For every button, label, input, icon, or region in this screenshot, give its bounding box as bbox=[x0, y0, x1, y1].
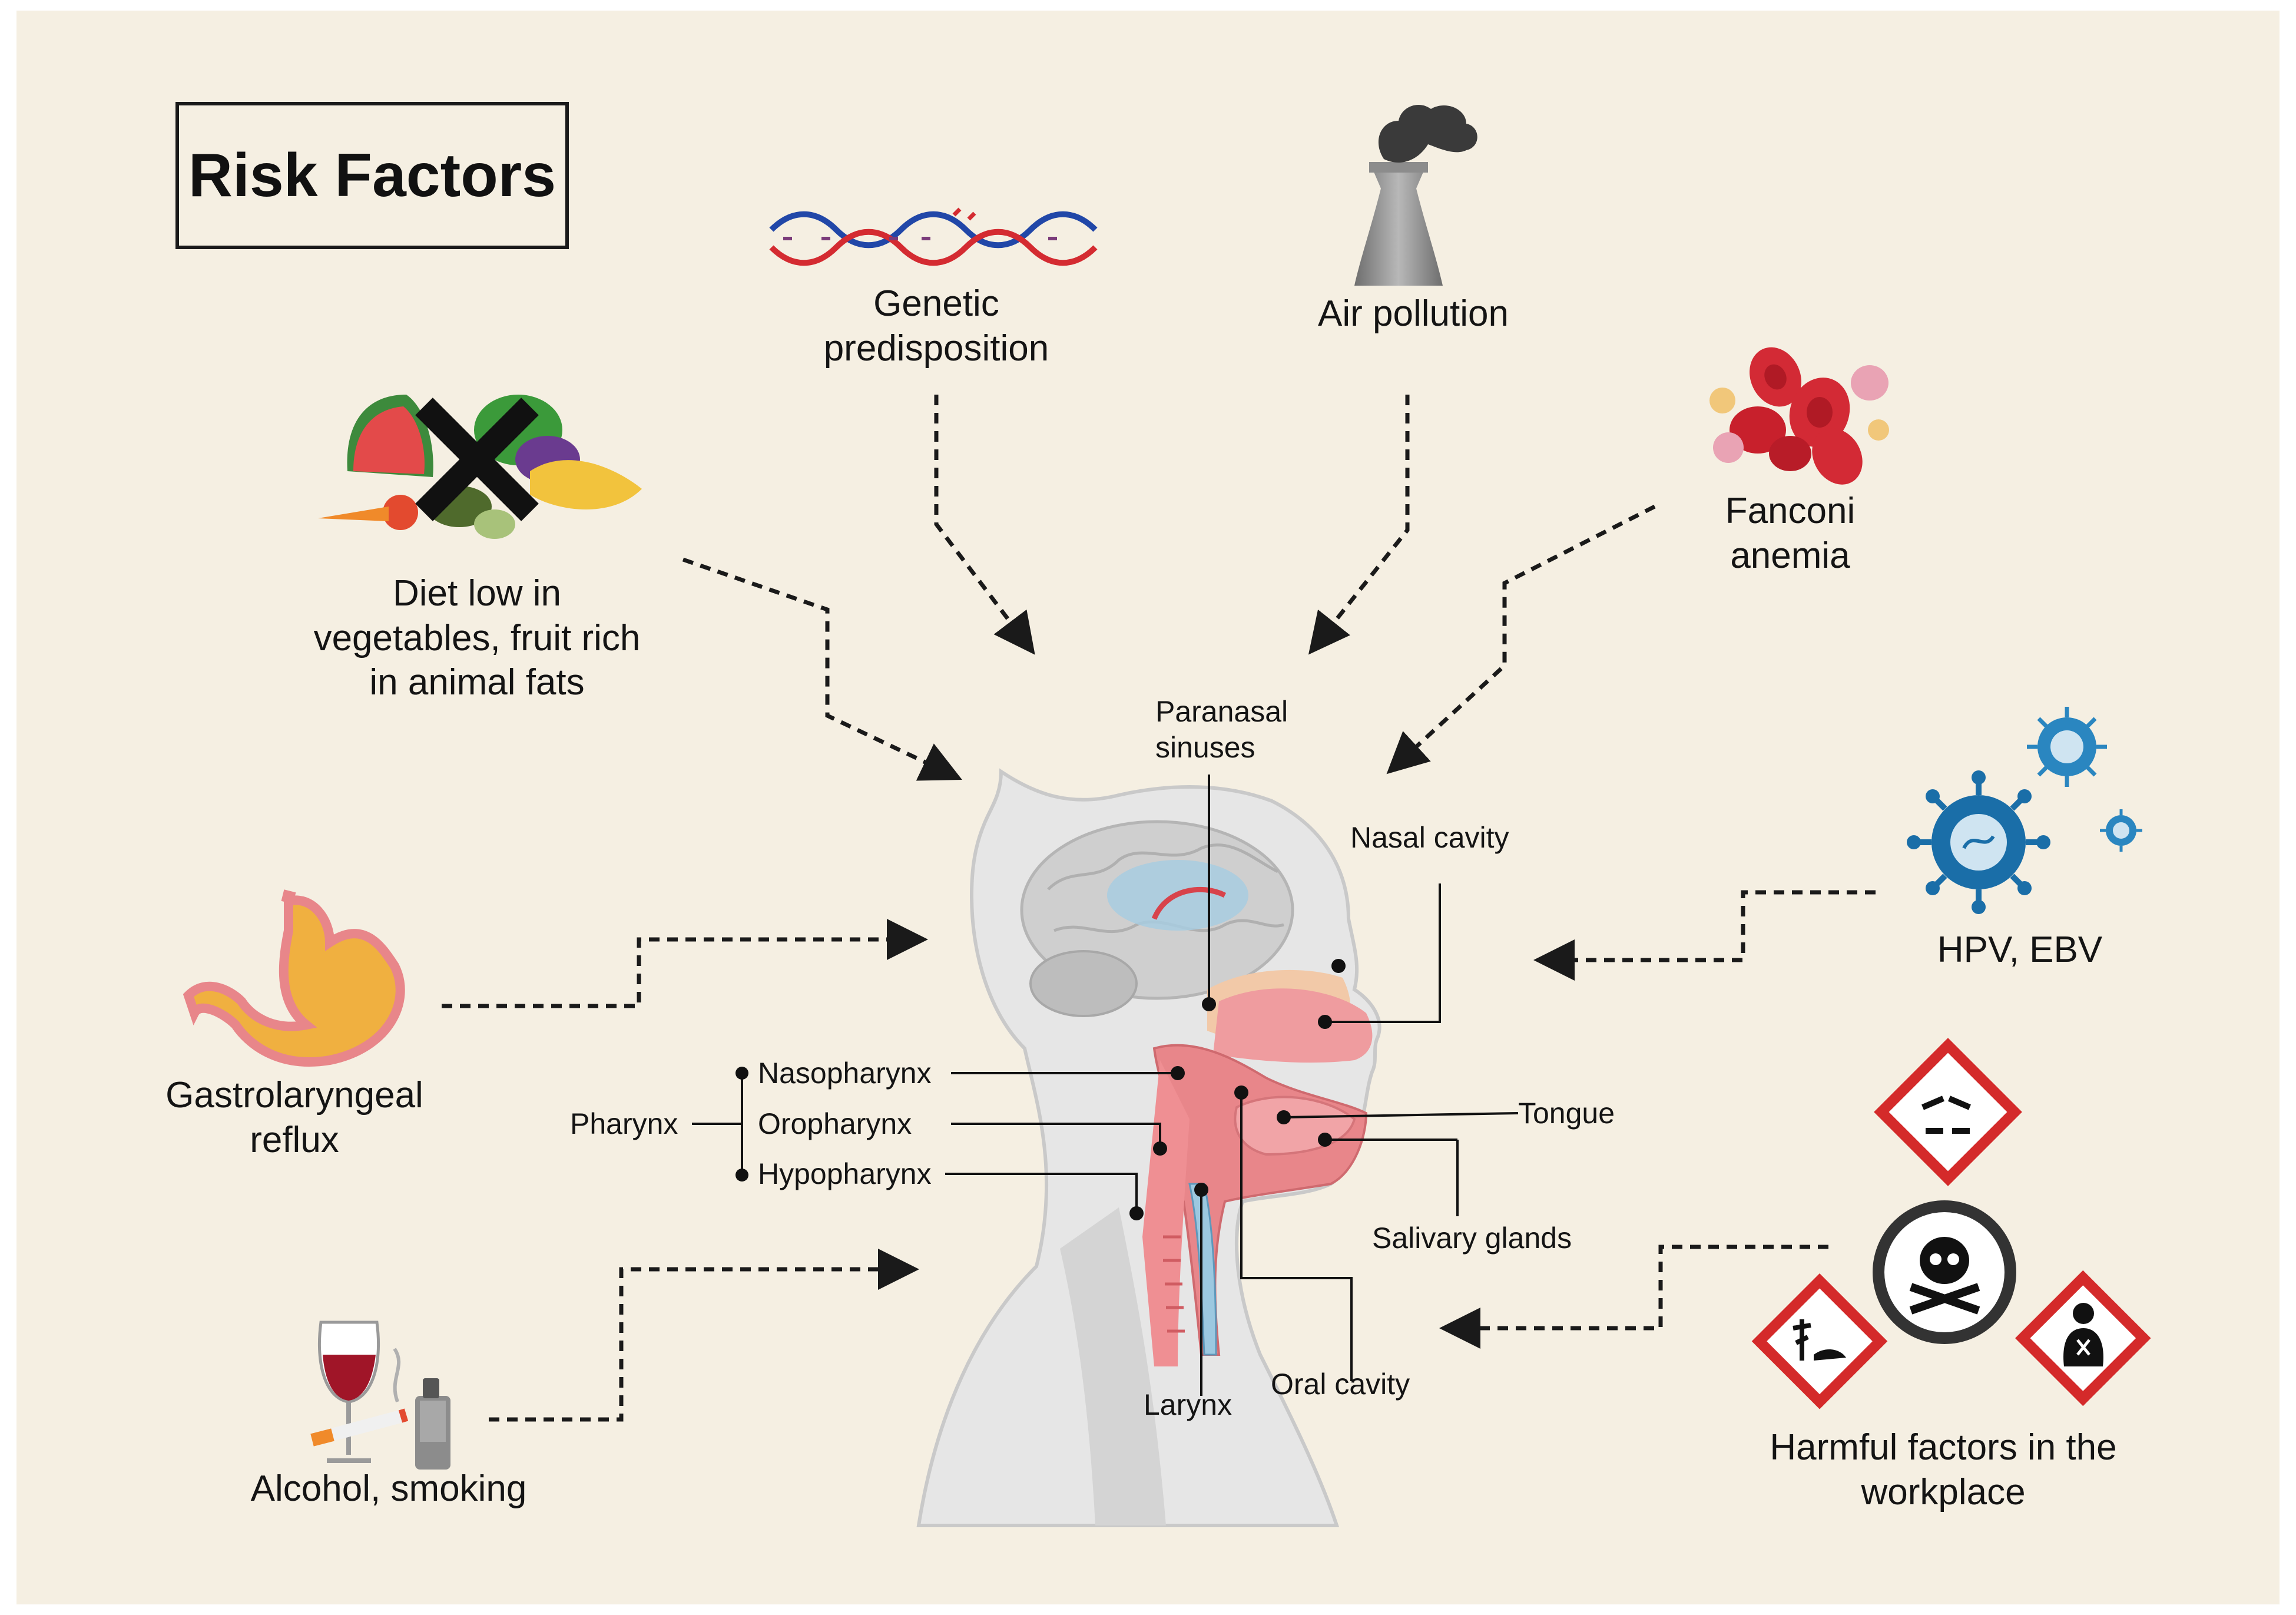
larynx-tube bbox=[1188, 1183, 1217, 1356]
hazard-health-icon bbox=[2015, 1270, 2151, 1406]
label-paranasal-sinuses: Paranasal sinuses bbox=[1155, 695, 1288, 764]
label-nasopharynx: Nasopharynx bbox=[758, 1057, 932, 1090]
label-oropharynx: Oropharynx bbox=[758, 1107, 912, 1140]
label-pharynx: Pharynx bbox=[570, 1107, 678, 1140]
arrow-virus bbox=[1533, 890, 1876, 981]
label-alcohol: Alcohol, smoking bbox=[250, 1468, 527, 1509]
label-salivary-glands: Salivary glands bbox=[1372, 1222, 1572, 1255]
arrow-genetic bbox=[934, 395, 1035, 655]
label-hypopharynx: Hypopharynx bbox=[758, 1157, 932, 1190]
label-nasal-cavity: Nasal cavity bbox=[1350, 821, 1509, 854]
arrow-reflux bbox=[442, 919, 928, 1008]
pharynx-tube bbox=[1142, 1060, 1190, 1366]
page-title: Risk Factors bbox=[188, 141, 556, 210]
fruit-vegetables-crossed-icon bbox=[318, 395, 642, 539]
label-virus: HPV, EBV bbox=[1937, 929, 2103, 970]
cerebellum bbox=[1029, 950, 1138, 1017]
anatomy-leader-lines bbox=[692, 775, 1519, 1396]
arrow-fanconi bbox=[1386, 504, 1656, 775]
arrow-diet bbox=[682, 557, 962, 781]
head-anatomy-illustration bbox=[692, 768, 1519, 1527]
wine-cigarette-ecig-icon bbox=[310, 1321, 450, 1470]
label-diet: Diet low in vegetables, fruit rich in an… bbox=[313, 573, 641, 703]
risk-arrows bbox=[442, 395, 1876, 1422]
nasal-cavity-region bbox=[1213, 988, 1373, 1063]
arrow-workplace bbox=[1439, 1245, 1828, 1349]
label-reflux: Gastrolaryngeal reflux bbox=[165, 1075, 423, 1160]
neck-shade bbox=[1060, 1207, 1166, 1525]
label-fanconi: Fanconi anemia bbox=[1725, 491, 1856, 576]
blood-cells-icon bbox=[1709, 347, 1889, 485]
arrow-air bbox=[1308, 395, 1410, 655]
label-larynx: Larynx bbox=[1144, 1388, 1233, 1421]
label-tongue: Tongue bbox=[1518, 1097, 1615, 1130]
label-genetic: Genetic predisposition bbox=[823, 283, 1049, 369]
corpus-callosum bbox=[1151, 886, 1227, 920]
anatomy-dots bbox=[735, 959, 1346, 1220]
hazard-toxic-icon bbox=[1873, 1200, 2016, 1344]
trachea-rings bbox=[1163, 1235, 1185, 1333]
stomach-icon bbox=[183, 889, 405, 1067]
arrow-alcohol bbox=[489, 1249, 919, 1422]
factory-chimney-icon bbox=[1354, 104, 1477, 286]
label-oral-cavity: Oral cavity bbox=[1271, 1368, 1410, 1401]
title-box: Risk Factors bbox=[175, 102, 569, 249]
dna-icon bbox=[769, 207, 1098, 266]
label-workplace: Harmful factors in the workplace bbox=[1770, 1427, 2117, 1513]
hazard-environment-icon bbox=[1751, 1273, 1888, 1409]
label-air-pollution: Air pollution bbox=[1318, 293, 1509, 334]
virus-icon bbox=[1907, 707, 2142, 914]
hazard-corrosive-icon bbox=[1874, 1038, 2022, 1186]
